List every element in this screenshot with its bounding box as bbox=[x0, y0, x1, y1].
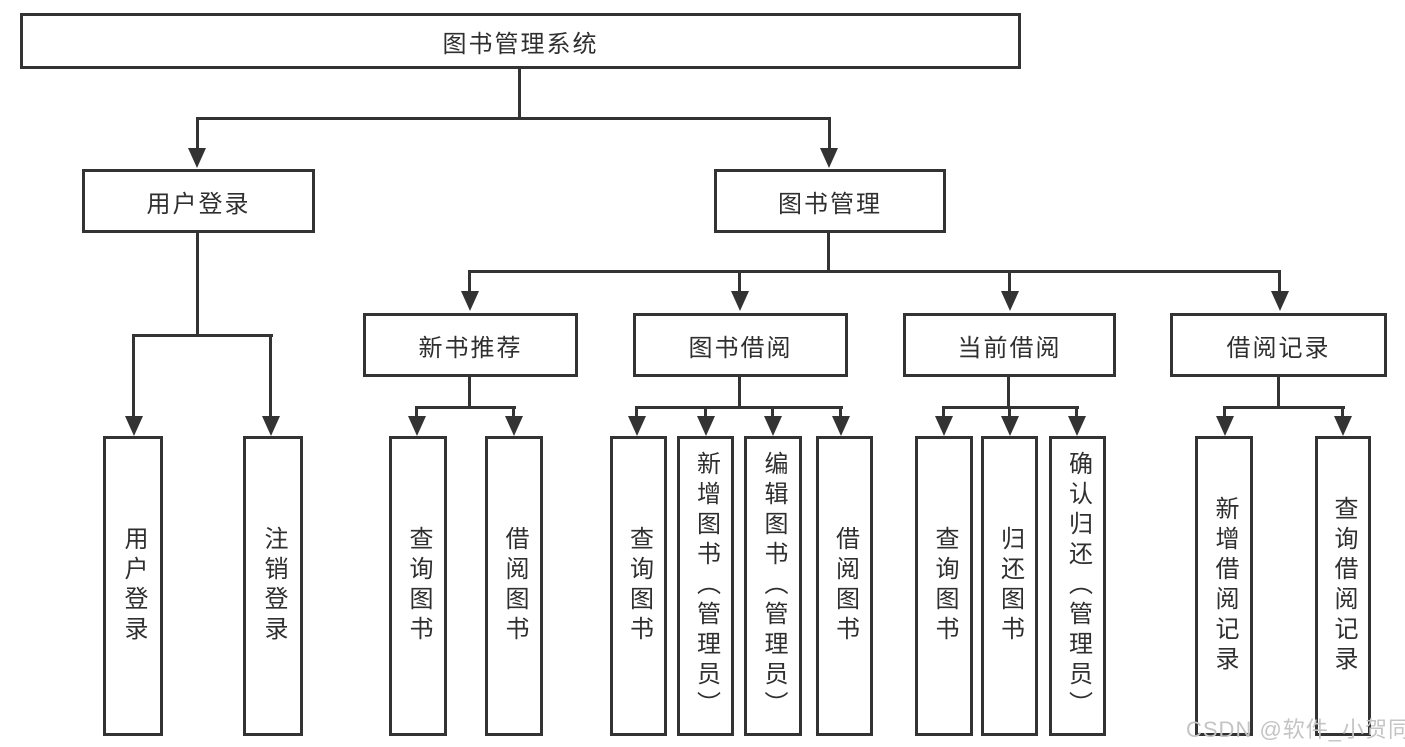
connector-vline bbox=[942, 406, 945, 420]
connector-vline bbox=[704, 406, 707, 420]
arrowhead-down-icon bbox=[1068, 416, 1086, 436]
node-label: 当前借阅 bbox=[957, 334, 1062, 362]
arrowhead-down-icon bbox=[408, 416, 426, 436]
arrowhead-down-icon bbox=[125, 416, 143, 436]
leaf-query-books-borrow: 查询图书 bbox=[610, 436, 667, 736]
connector-vline bbox=[635, 406, 638, 420]
connector-vline bbox=[1277, 377, 1280, 409]
leaf-add-books-admin: 新增图书（管理员） bbox=[677, 436, 734, 736]
arrowhead-down-icon bbox=[935, 416, 953, 436]
arrowhead-down-icon bbox=[1334, 416, 1352, 436]
connector-hline bbox=[416, 406, 516, 409]
leaf-logout: 注销登录 bbox=[243, 436, 303, 736]
leaf-borrow-books: 借阅图书 bbox=[816, 436, 873, 736]
leaf-label: 查询借阅记录 bbox=[1330, 496, 1357, 676]
node-new-book-recommend: 新书推荐 bbox=[363, 313, 578, 377]
connector-hline bbox=[636, 406, 843, 409]
connector-vline bbox=[1007, 377, 1010, 409]
leaf-query-books-recommend: 查询图书 bbox=[389, 436, 447, 736]
leaf-label: 新增图书（管理员） bbox=[692, 451, 720, 721]
connector-vline bbox=[468, 377, 471, 409]
arrowhead-down-icon bbox=[262, 416, 280, 436]
node-book-borrow: 图书借阅 bbox=[633, 313, 848, 377]
leaf-confirm-return-admin: 确认归还（管理员） bbox=[1049, 436, 1106, 736]
node-label: 用户登录 bbox=[146, 190, 251, 218]
connector-vline bbox=[196, 233, 199, 336]
leaf-add-borrow-record: 新增借阅记录 bbox=[1195, 436, 1253, 736]
leaf-label: 借阅图书 bbox=[831, 526, 859, 646]
connector-vline bbox=[1008, 406, 1011, 420]
node-book-management: 图书管理 bbox=[714, 169, 946, 233]
leaf-label: 查询图书 bbox=[625, 526, 653, 646]
leaf-label: 归还图书 bbox=[996, 526, 1024, 646]
connector-vline bbox=[839, 406, 842, 420]
csdn-watermark: CSDN @软件_小贺同学 bbox=[1186, 717, 1405, 742]
arrowhead-down-icon bbox=[1001, 416, 1019, 436]
arrowhead-down-icon bbox=[731, 291, 749, 311]
node-label: 借阅记录 bbox=[1226, 334, 1331, 362]
connector-hline bbox=[196, 117, 830, 120]
arrowhead-down-icon bbox=[1001, 291, 1019, 311]
node-label: 图书管理 bbox=[778, 190, 882, 218]
arrowhead-down-icon bbox=[505, 416, 523, 436]
connector-vline bbox=[771, 406, 774, 420]
arrowhead-down-icon bbox=[820, 148, 838, 168]
connector-vline bbox=[738, 270, 741, 293]
leaf-label: 新增借阅记录 bbox=[1211, 496, 1238, 676]
node-borrow-records: 借阅记录 bbox=[1170, 313, 1387, 377]
leaf-return-books: 归还图书 bbox=[981, 436, 1038, 736]
leaf-edit-books-admin: 编辑图书（管理员） bbox=[744, 436, 802, 736]
connector-vline bbox=[1223, 406, 1226, 420]
leaf-label: 查询图书 bbox=[931, 526, 958, 646]
leaf-label: 编辑图书（管理员） bbox=[760, 451, 787, 721]
connector-vline bbox=[1008, 270, 1011, 293]
node-root-library-system: 图书管理系统 bbox=[20, 13, 1021, 69]
arrowhead-down-icon bbox=[461, 291, 479, 311]
node-user-login: 用户登录 bbox=[82, 169, 315, 233]
arrowhead-down-icon bbox=[764, 416, 782, 436]
leaf-label: 借阅图书 bbox=[501, 526, 528, 646]
arrowhead-down-icon bbox=[1271, 291, 1289, 311]
leaf-query-books-current: 查询图书 bbox=[915, 436, 973, 736]
connector-vline bbox=[415, 406, 418, 420]
node-label: 图书借阅 bbox=[688, 334, 793, 362]
arrowhead-down-icon bbox=[697, 416, 715, 436]
leaf-label: 注销登录 bbox=[260, 526, 287, 646]
leaf-borrow-books-recommend: 借阅图书 bbox=[485, 436, 543, 736]
arrowhead-down-icon bbox=[1216, 416, 1234, 436]
node-label: 新书推荐 bbox=[418, 334, 523, 362]
leaf-user-login: 用户登录 bbox=[103, 436, 163, 736]
connector-vline bbox=[196, 117, 199, 150]
connector-vline bbox=[132, 334, 135, 418]
leaf-label: 用户登录 bbox=[120, 526, 147, 646]
leaf-label: 查询图书 bbox=[405, 526, 432, 646]
connector-vline bbox=[512, 406, 515, 420]
node-current-borrow: 当前借阅 bbox=[903, 313, 1116, 377]
connector-vline bbox=[828, 117, 831, 150]
connector-vline bbox=[518, 67, 521, 119]
leaf-query-borrow-record: 查询借阅记录 bbox=[1315, 436, 1371, 736]
arrowhead-down-icon bbox=[628, 416, 646, 436]
connector-vline bbox=[269, 334, 272, 418]
arrowhead-down-icon bbox=[832, 416, 850, 436]
connector-vline bbox=[738, 377, 741, 409]
leaf-label: 确认归还（管理员） bbox=[1064, 451, 1092, 721]
node-label: 图书管理系统 bbox=[442, 30, 599, 58]
arrowhead-down-icon bbox=[188, 148, 206, 168]
connector-hline bbox=[133, 334, 273, 337]
connector-vline bbox=[1075, 406, 1078, 420]
connector-hline bbox=[468, 270, 1280, 273]
connector-vline bbox=[827, 232, 830, 272]
connector-vline bbox=[468, 270, 471, 293]
connector-vline bbox=[1278, 270, 1281, 293]
connector-hline bbox=[1224, 406, 1345, 409]
connector-hline bbox=[943, 406, 1079, 409]
connector-vline bbox=[1341, 406, 1344, 420]
